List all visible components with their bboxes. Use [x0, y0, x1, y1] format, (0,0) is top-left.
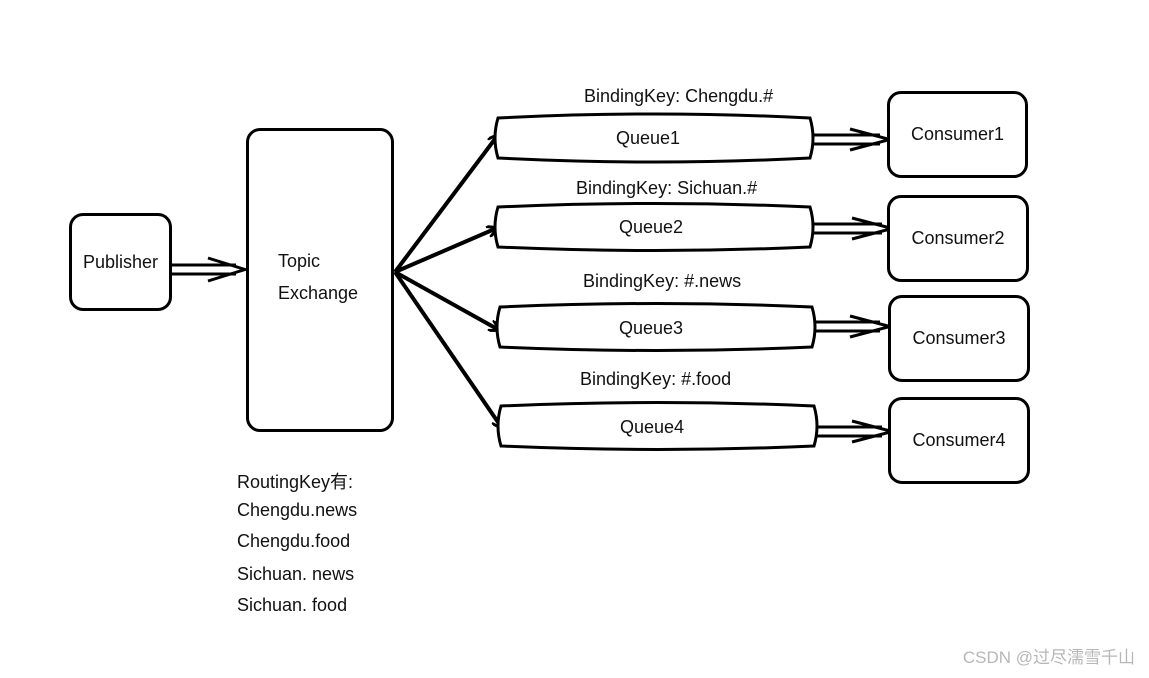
- watermark: CSDN @过尽濡雪千山: [962, 648, 1135, 667]
- routing-keys-title: RoutingKey有:: [237, 472, 354, 492]
- queue4-label: Queue4: [620, 417, 685, 437]
- queue2-shape: [493, 202, 815, 252]
- exchange-label-line2: Exchange: [278, 283, 359, 303]
- queue2-binding-key: BindingKey: Sichuan.#: [576, 178, 758, 198]
- queue4-to-consumer4-arrow: [816, 419, 898, 444]
- exchange-to-queue3-arrow: [394, 270, 499, 330]
- queue1-shape: [493, 112, 815, 164]
- consumer1-node: Consumer1: [887, 91, 1028, 178]
- queue1-binding-key: BindingKey: Chengdu.#: [584, 86, 774, 106]
- exchange-label-line1: Topic: [278, 251, 321, 271]
- consumer3-node: Consumer3: [888, 295, 1030, 382]
- queue2-to-consumer2-arrow: [812, 216, 898, 241]
- exchange-to-queue2-arrow: [394, 228, 497, 274]
- queue3-label: Queue3: [619, 318, 684, 338]
- publisher-node: Publisher: [69, 213, 172, 311]
- publisher-to-exchange-arrow: [172, 256, 251, 283]
- queue3-shape: [495, 302, 817, 352]
- queue4-binding-key: BindingKey: #.food: [580, 369, 732, 389]
- consumer2-node: Consumer2: [887, 195, 1029, 282]
- consumer4-label: Consumer4: [912, 430, 1006, 450]
- queue3-to-consumer3-arrow: [814, 314, 896, 339]
- publisher-label: Publisher: [82, 251, 159, 272]
- consumer1-label: Consumer1: [910, 124, 1005, 144]
- queue1-to-consumer1-arrow: [812, 127, 896, 152]
- queue3-binding-key: BindingKey: #.news: [583, 271, 742, 291]
- routing-key-item: Sichuan. news: [237, 564, 355, 584]
- queue4-shape: [496, 401, 819, 451]
- queue2-label: Queue2: [619, 217, 684, 237]
- routing-key-item: Chengdu.news: [237, 500, 358, 520]
- consumer4-node: Consumer4: [888, 397, 1030, 484]
- routing-key-item: Sichuan. food: [237, 595, 348, 615]
- routing-key-item: Chengdu.food: [237, 531, 351, 551]
- queue1-label: Queue1: [616, 128, 681, 148]
- exchange-to-queue4-arrow: [393, 270, 502, 428]
- consumer3-label: Consumer3: [912, 328, 1006, 348]
- consumer2-label: Consumer2: [911, 228, 1005, 248]
- exchange-to-queue1-arrow: [393, 135, 498, 274]
- topic-exchange-node: Topic Exchange: [246, 128, 394, 432]
